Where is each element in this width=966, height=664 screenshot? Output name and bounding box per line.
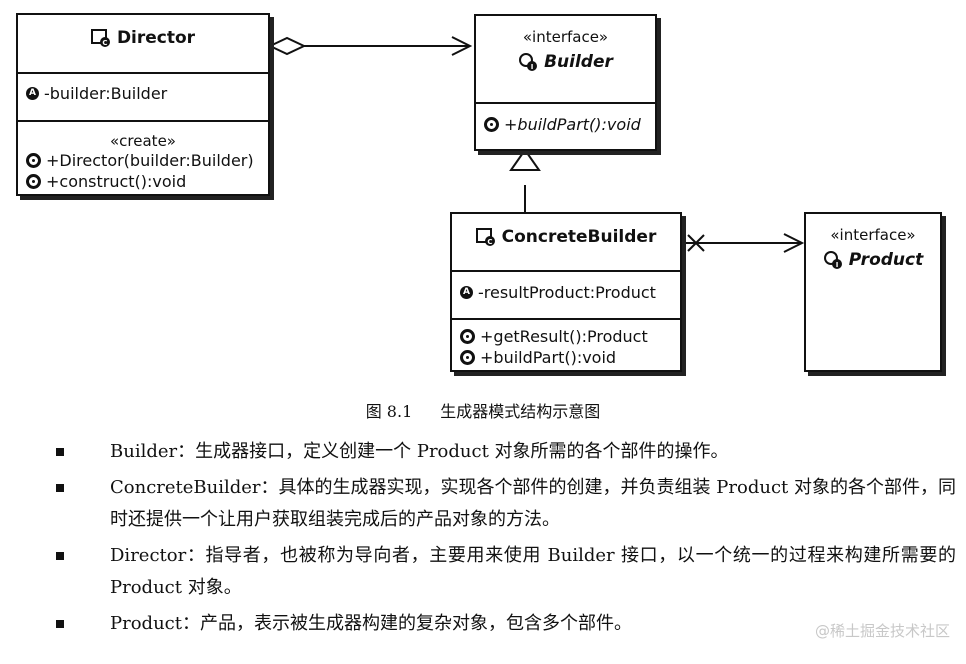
class-icon: C <box>90 29 110 47</box>
aggregation-connector <box>267 36 473 56</box>
watermark: @稀土掘金技术社区 <box>814 622 950 640</box>
director-attributes: A -builder:Builder <box>18 72 268 120</box>
attribute-icon: A <box>460 286 473 299</box>
svg-text:C: C <box>487 238 492 246</box>
concrete-builder-operation: +buildPart():void <box>480 348 617 367</box>
concrete-builder-attribute: -resultProduct:Product <box>478 283 656 302</box>
concrete-builder-operation: +getResult():Product <box>480 327 648 346</box>
builder-header: «interface» I Builder <box>476 16 655 102</box>
description-text: Product：产品，表示被生成器构建的复杂对象，包含多个部件。 <box>110 613 632 634</box>
operation-icon <box>26 153 41 168</box>
figure-caption-text: 生成器模式结构示意图 <box>440 402 601 421</box>
product-name: Product <box>848 250 924 270</box>
list-item: Director：指导者，也被称为导向者，主要用来使用 Builder 接口，以… <box>56 540 956 604</box>
svg-text:I: I <box>835 261 838 269</box>
concrete-builder-operations: +getResult():Product +buildPart():void <box>452 318 680 372</box>
concrete-builder-header: C ConcreteBuilder <box>452 214 680 270</box>
director-operations: «create» +Director(builder:Builder) +con… <box>18 120 268 196</box>
builder-interface: «interface» I Builder +buildPart():void <box>474 14 657 151</box>
association-connector <box>682 233 805 253</box>
director-header: C Director <box>18 15 268 72</box>
interface-icon: I <box>823 251 842 269</box>
product-header: «interface» I Product <box>806 214 940 270</box>
list-item: Product：产品，表示被生成器构建的复杂对象，包含多个部件。 <box>56 608 956 640</box>
director-operation: +construct():void <box>46 172 187 191</box>
svg-text:C: C <box>102 39 107 47</box>
concrete-builder-name: ConcreteBuilder <box>501 227 657 247</box>
figure-caption: 图 8.1 生成器模式结构示意图 <box>0 398 966 422</box>
figure-number: 图 8.1 <box>365 402 413 421</box>
bullet-marker <box>56 552 64 560</box>
concrete-builder-attributes: A -resultProduct:Product <box>452 270 680 318</box>
operation-icon <box>484 117 499 132</box>
description-text: Builder：生成器接口，定义创建一个 Product 对象所需的各个部件的操… <box>110 441 729 462</box>
svg-text:I: I <box>531 63 534 71</box>
product-stereotype: «interface» <box>830 226 916 244</box>
interface-icon: I <box>519 53 538 71</box>
director-operation: +Director(builder:Builder) <box>46 151 254 170</box>
list-item: ConcreteBuilder：具体的生成器实现，实现各个部件的创建，并负责组装… <box>56 472 956 536</box>
bullet-marker <box>56 448 64 456</box>
product-interface: «interface» I Product <box>804 212 942 372</box>
operation-icon <box>460 350 475 365</box>
builder-name: Builder <box>544 52 613 72</box>
director-attribute: -builder:Builder <box>44 84 168 103</box>
builder-stereotype: «interface» <box>522 28 609 46</box>
operation-icon <box>460 329 475 344</box>
description-list: Builder：生成器接口，定义创建一个 Product 对象所需的各个部件的操… <box>56 436 956 640</box>
bullet-marker <box>56 620 64 628</box>
description-text: Director：指导者，也被称为导向者，主要用来使用 Builder 接口，以… <box>110 545 956 598</box>
description-text: ConcreteBuilder：具体的生成器实现，实现各个部件的创建，并负责组装… <box>110 477 956 530</box>
uml-connectors <box>267 36 805 253</box>
attribute-icon: A <box>26 87 39 100</box>
list-item: Builder：生成器接口，定义创建一个 Product 对象所需的各个部件的操… <box>56 436 956 468</box>
director-name: Director <box>116 28 196 48</box>
builder-operation: +buildPart():void <box>504 115 641 134</box>
operation-icon <box>26 174 41 189</box>
concrete-builder-class: C ConcreteBuilder A -resultProduct:Produ… <box>450 212 682 372</box>
builder-operations: +buildPart():void <box>476 102 655 139</box>
director-class: C Director A -builder:Builder «create» +… <box>16 13 270 196</box>
director-stereotype: «create» <box>110 132 176 150</box>
class-icon: C <box>475 228 495 246</box>
realization-connector <box>509 148 541 212</box>
bullet-marker <box>56 484 64 492</box>
